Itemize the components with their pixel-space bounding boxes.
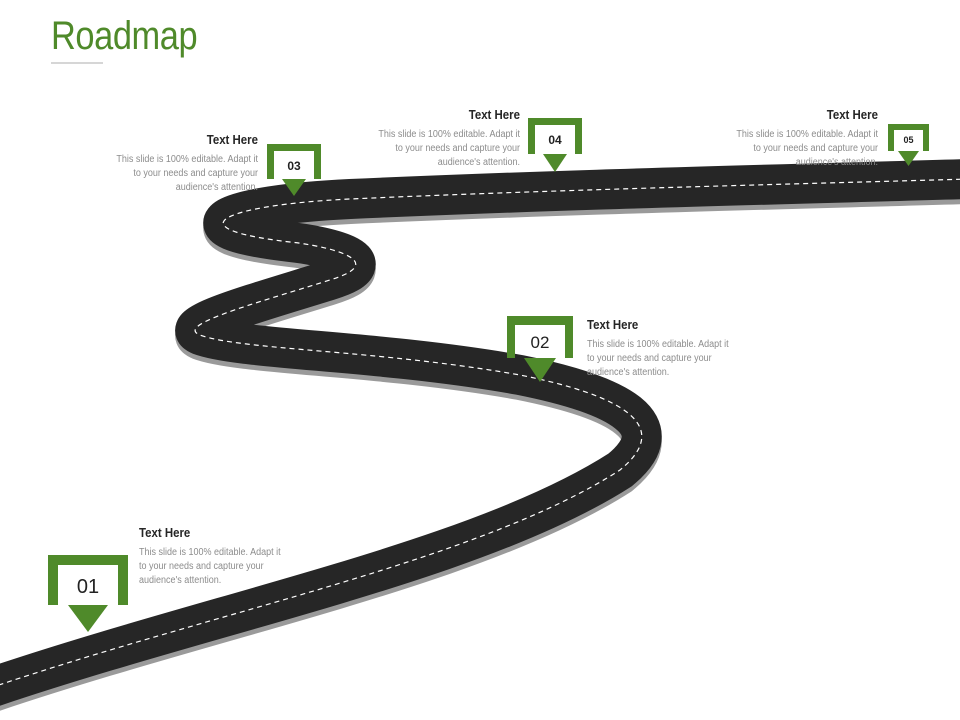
milestone-description: This slide is 100% editable. Adapt it to… [587,339,729,378]
marker-frame-icon [528,118,582,172]
title-underline [51,62,103,64]
milestone-text-02: Text Here This slide is 100% editable. A… [587,317,747,380]
milestone-text-05: Text Here This slide is 100% editable. A… [712,107,878,170]
milestone-number: 03 [287,159,301,173]
marker-frame-icon [267,144,321,196]
milestone-description: This slide is 100% editable. Adapt it to… [116,154,258,193]
milestone-number: 04 [548,133,562,147]
marker-frame-icon [48,555,128,632]
milestone-marker-03: 03 [267,144,321,197]
milestone-heading: Text Here [139,525,191,540]
milestone-number: 05 [903,135,914,145]
milestone-description: This slide is 100% editable. Adapt it to… [139,547,281,586]
milestone-heading: Text Here [206,132,258,147]
road-shadow [0,184,960,693]
milestone-description: This slide is 100% editable. Adapt it to… [378,129,520,168]
marker-frame-icon [888,124,929,166]
marker-frame-icon [507,316,573,382]
milestone-marker-02: 02 [507,316,573,384]
milestone-text-04: Text Here This slide is 100% editable. A… [354,107,520,170]
milestone-heading: Text Here [826,107,878,122]
milestone-heading: Text Here [587,317,639,332]
milestone-marker-05: 05 [888,124,929,167]
milestone-description: This slide is 100% editable. Adapt it to… [736,129,878,168]
milestone-marker-01: 01 [48,555,128,635]
milestone-heading: Text Here [468,107,520,122]
milestone-number: 02 [530,333,550,352]
milestone-marker-04: 04 [528,118,582,173]
road-surface [0,179,960,688]
road-lane-marking [0,178,960,689]
milestone-text-01: Text Here This slide is 100% editable. A… [139,525,299,588]
slide-title: Roadmap [51,14,198,58]
milestone-text-03: Text Here This slide is 100% editable. A… [93,132,258,195]
milestone-number: 01 [76,576,100,598]
